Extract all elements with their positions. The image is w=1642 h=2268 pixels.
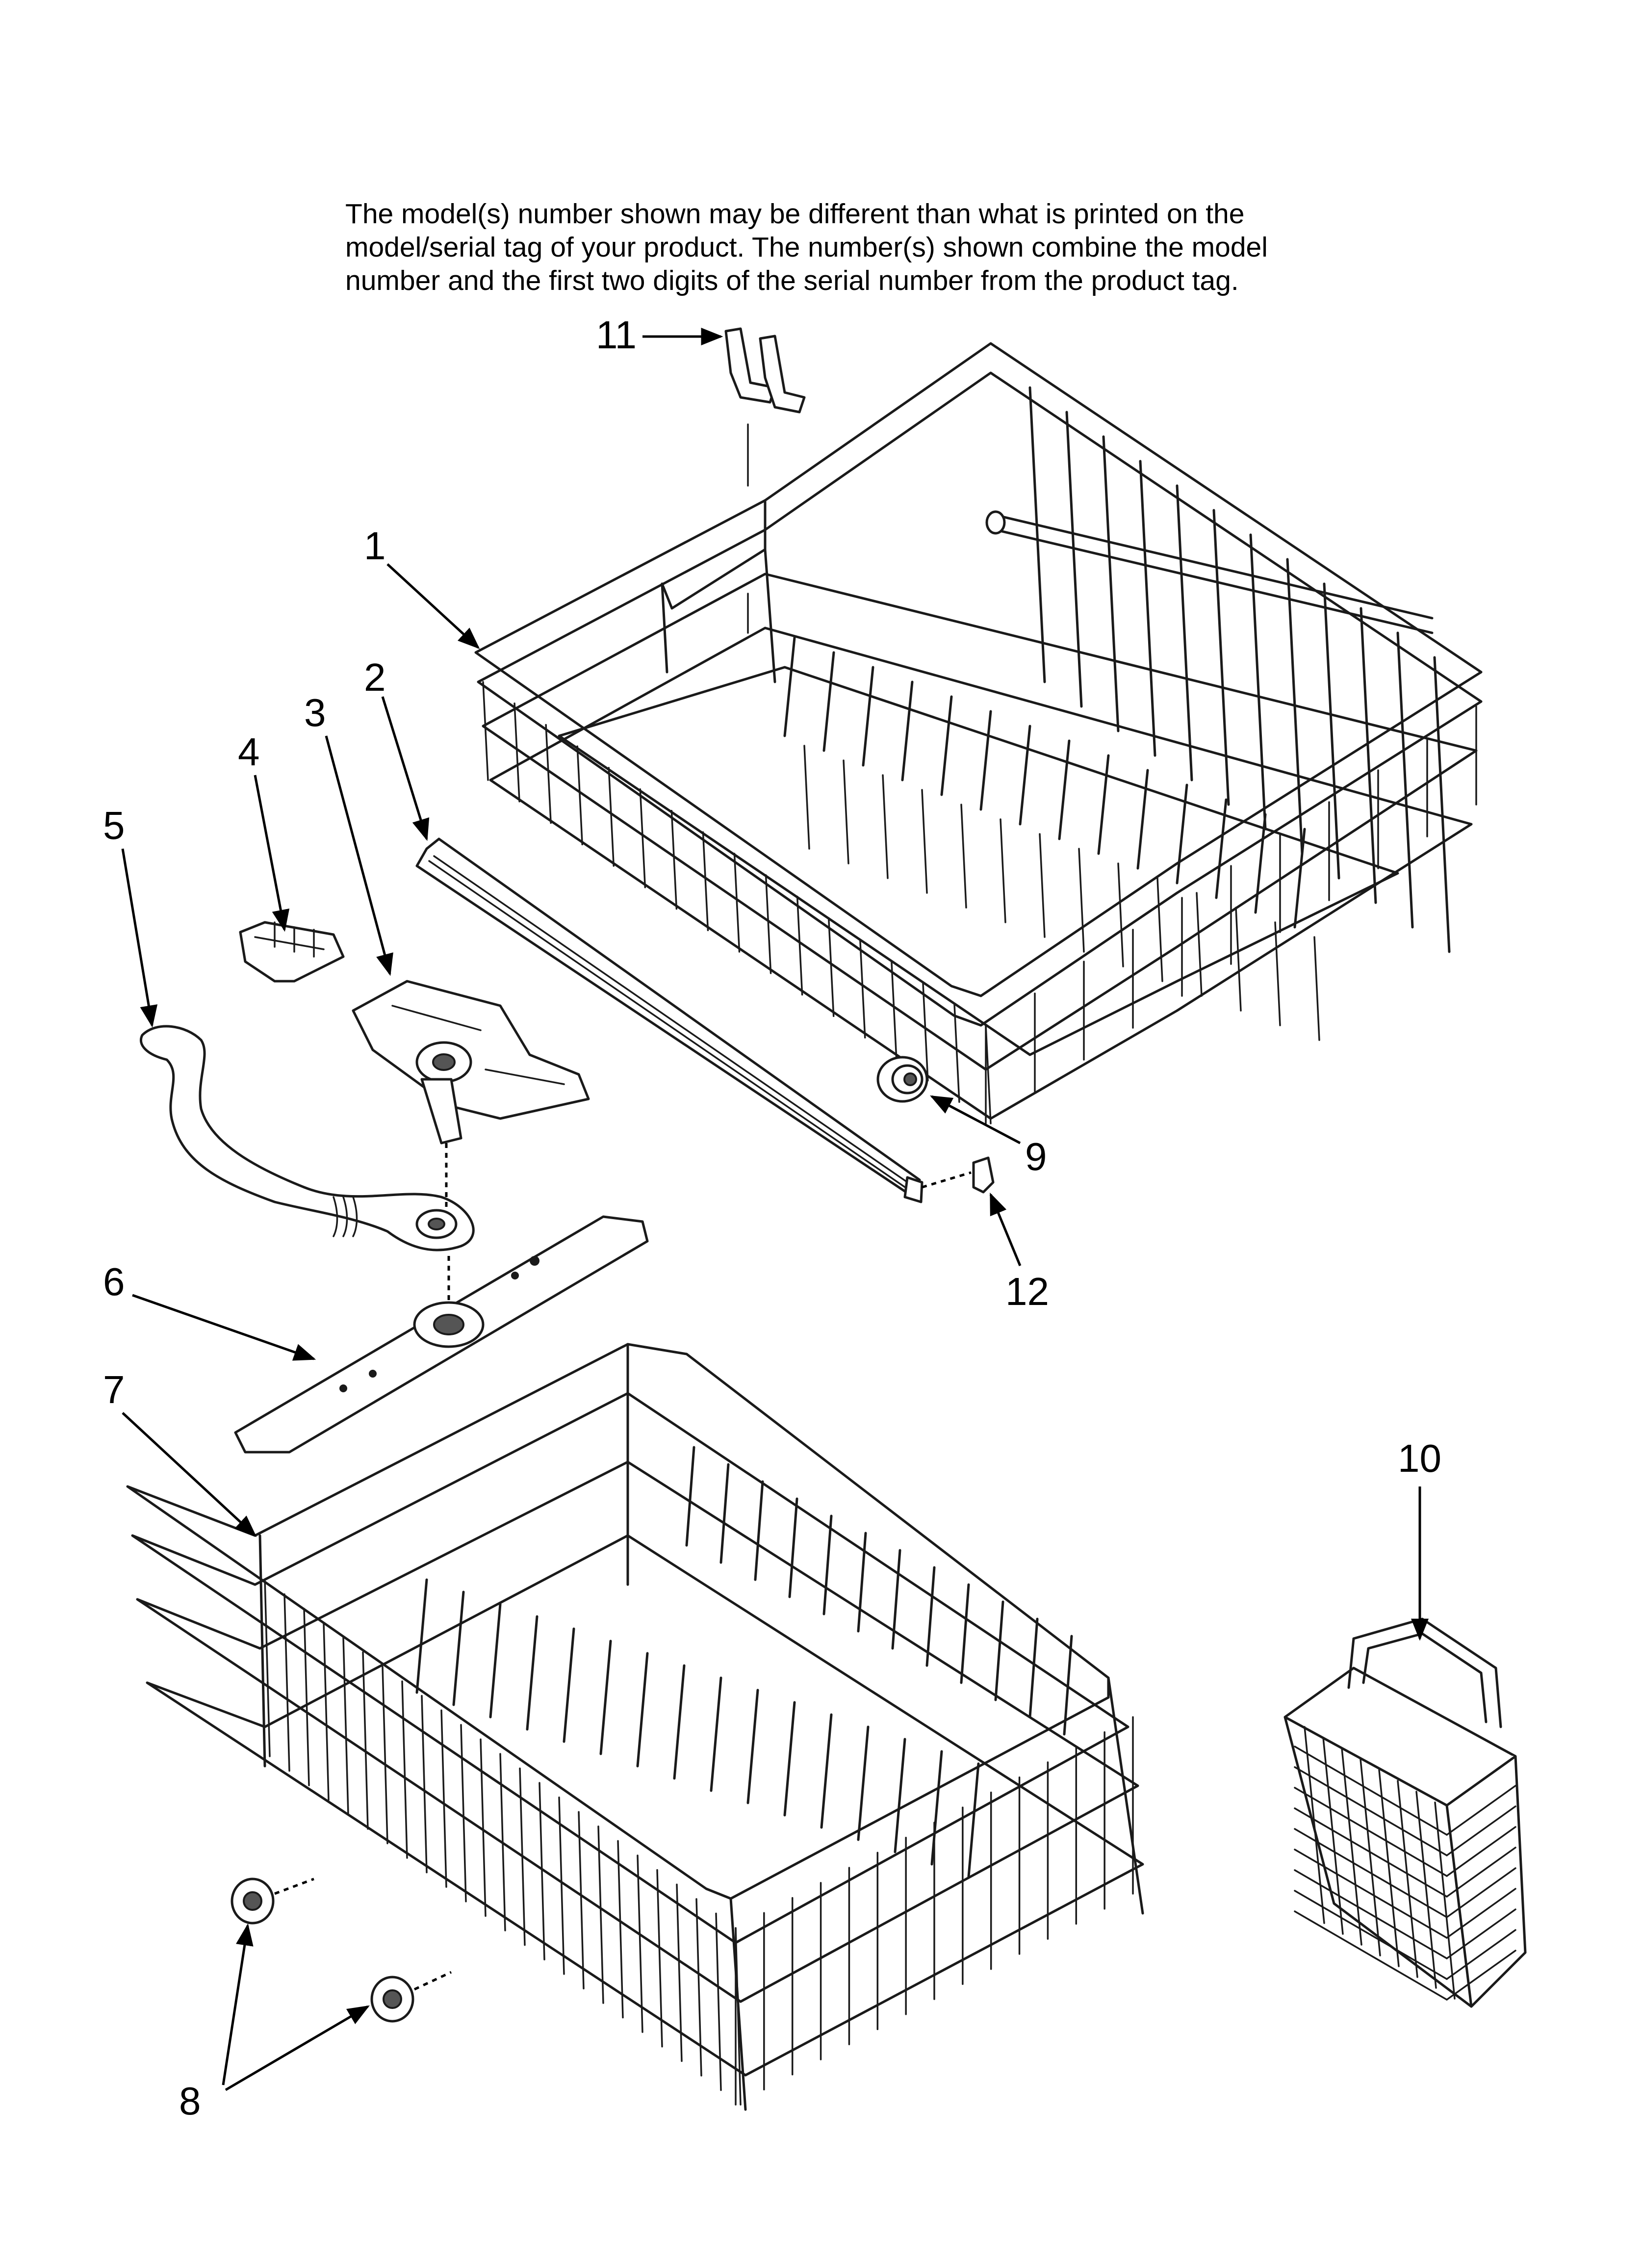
lower-rack-wheels [231, 1877, 452, 2023]
lower-spray-arm [234, 1215, 649, 1454]
rack-clip [724, 327, 806, 634]
rack-wheel [876, 1056, 928, 1103]
mount-bracket [239, 921, 345, 983]
rack-track [415, 837, 924, 1203]
note-line-2: model/serial tag of your product. The nu… [345, 232, 1268, 263]
lower-dishrack [126, 1343, 1144, 2111]
model-number-note: The model(s) number shown may be differe… [345, 197, 1424, 297]
callout-1: 1 [364, 524, 386, 568]
callout-9: 9 [1025, 1135, 1047, 1178]
note-line-1: The model(s) number shown may be differe… [345, 198, 1245, 230]
callout-3: 3 [304, 691, 326, 734]
callout-5: 5 [103, 804, 125, 847]
callout-labels: 11 1 2 3 4 5 9 12 6 7 10 8 [103, 313, 1441, 2123]
callout-8: 8 [179, 2079, 201, 2123]
callout-12: 12 [1005, 1270, 1049, 1313]
silverware-basket [1283, 1617, 1527, 2008]
note-line-3: number and the first two digits of the s… [345, 265, 1239, 296]
spray-arm-feed-tube [140, 1025, 475, 1251]
callout-10: 10 [1398, 1436, 1441, 1480]
callout-11: 11 [596, 313, 637, 357]
track-stop [922, 1156, 995, 1194]
water-manifold [352, 980, 590, 1145]
callout-7: 7 [103, 1368, 125, 1411]
callout-6: 6 [103, 1260, 125, 1303]
callout-2: 2 [364, 655, 386, 699]
callout-4: 4 [238, 730, 260, 774]
